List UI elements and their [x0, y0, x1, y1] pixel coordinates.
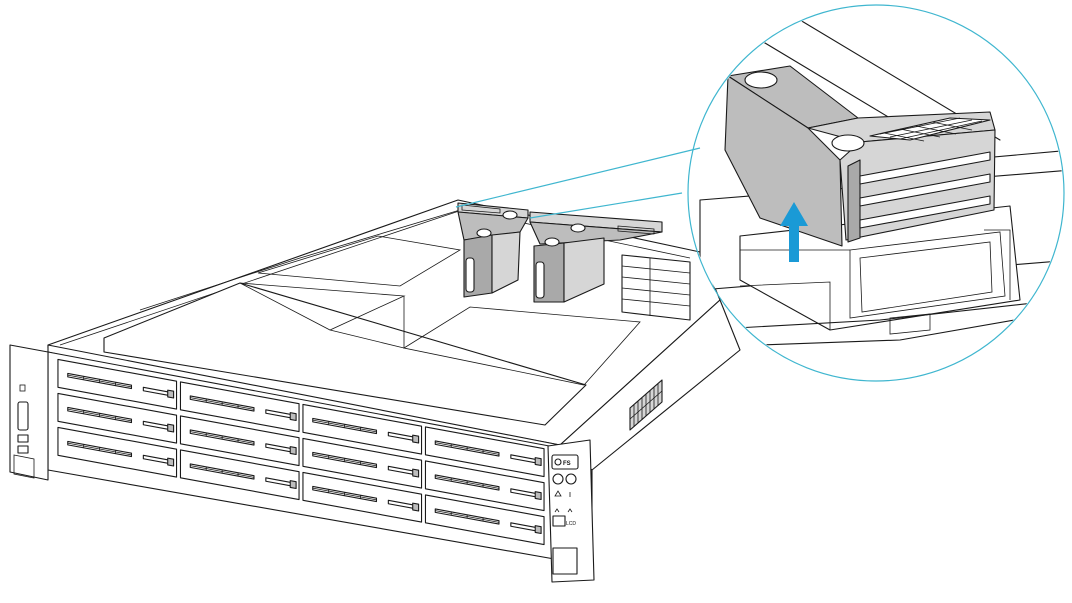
lift-up-arrow	[780, 202, 808, 262]
vent-line	[190, 397, 255, 410]
vent-line	[435, 476, 500, 489]
side-vent	[629, 379, 663, 431]
rack-ear-left	[9, 344, 49, 481]
drive-bay-led	[289, 480, 297, 490]
riser-card-left	[457, 202, 529, 298]
riser-card-zoom	[724, 65, 996, 247]
drive-bay-led	[534, 491, 542, 501]
vent-line	[435, 510, 500, 523]
vent-line	[435, 442, 500, 455]
drive-bay-led	[412, 434, 420, 444]
vent-line	[190, 465, 255, 478]
zoom-detail	[699, 19, 1063, 346]
drive-bay-led	[289, 412, 297, 422]
drive-bay-led	[167, 457, 175, 467]
lcd-label: LCD	[566, 521, 576, 527]
vent-line	[312, 419, 377, 433]
riser-card-right	[529, 211, 663, 303]
lid-panel-front	[103, 282, 587, 426]
drive-bay-led	[412, 468, 420, 478]
vent-line	[67, 442, 132, 456]
brand-label: FS	[563, 461, 571, 467]
fan-block	[621, 254, 691, 321]
uid-button	[565, 473, 577, 485]
vent-line	[190, 431, 255, 444]
drive-bay-led	[289, 446, 297, 456]
vent-line	[312, 487, 377, 501]
front-control-panel: FS LCD	[547, 439, 595, 583]
drive-bay-led	[534, 525, 542, 535]
vent-line	[67, 408, 132, 422]
drive-bay-led	[412, 502, 420, 512]
power-button	[552, 473, 564, 485]
vent-line	[67, 374, 132, 388]
vent-line	[312, 453, 377, 467]
drive-bay-led	[534, 457, 542, 467]
zoom-callout	[455, 4, 1065, 382]
drive-bay-led	[167, 423, 175, 433]
drive-bay-led	[167, 389, 175, 399]
front-drive-bays	[57, 358, 545, 546]
